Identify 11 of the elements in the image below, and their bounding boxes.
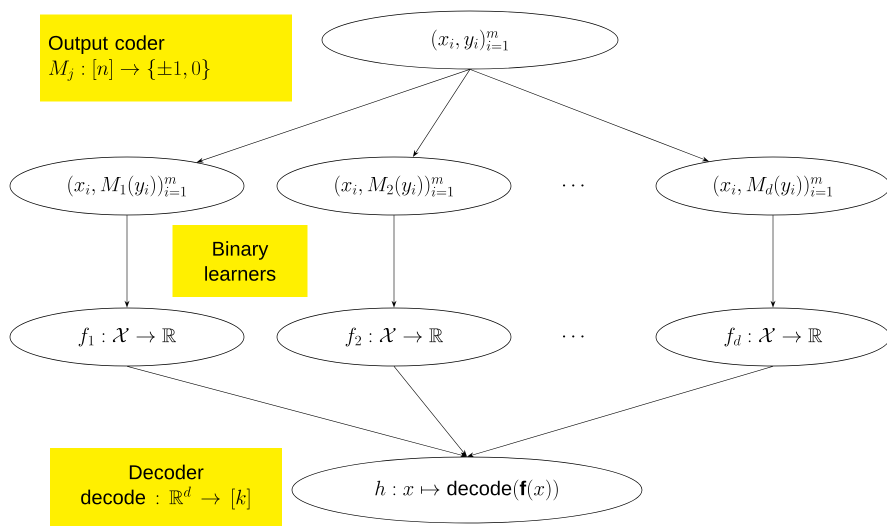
note-box: Binary learners: [172, 225, 308, 297]
ellipse-node: $(x_i, M_1(y_i))_{i=1}^m$: [10, 156, 244, 216]
ellipse-node: $(x_i, M_2(y_i))_{i=1}^m$: [276, 156, 512, 216]
note-box: Decoder $\mathrm{decode} : \mathbb{R}^d\to[k]$: [50, 448, 282, 526]
ellipse-node: $(x_i, y_i)_{i=1}^m$: [322, 10, 618, 70]
ellipse-node: $f_2 : \mathcal{X}\to\mathbb{R}$: [276, 308, 512, 366]
ellipsis-dots: $\cdots$: [562, 184, 584, 187]
note-box: Output coder $M_j : [n]\to\{\pm 1, 0\}$: [40, 14, 292, 102]
ellipse-node: $f_1 : \mathcal{X}\to\mathbb{R}$: [10, 308, 244, 366]
ellipsis-dots: $\cdots$: [562, 335, 584, 338]
ellipse-node: $h : x \mapsto \mathrm{decode}(\mathbf{f}(x))$: [292, 456, 642, 524]
